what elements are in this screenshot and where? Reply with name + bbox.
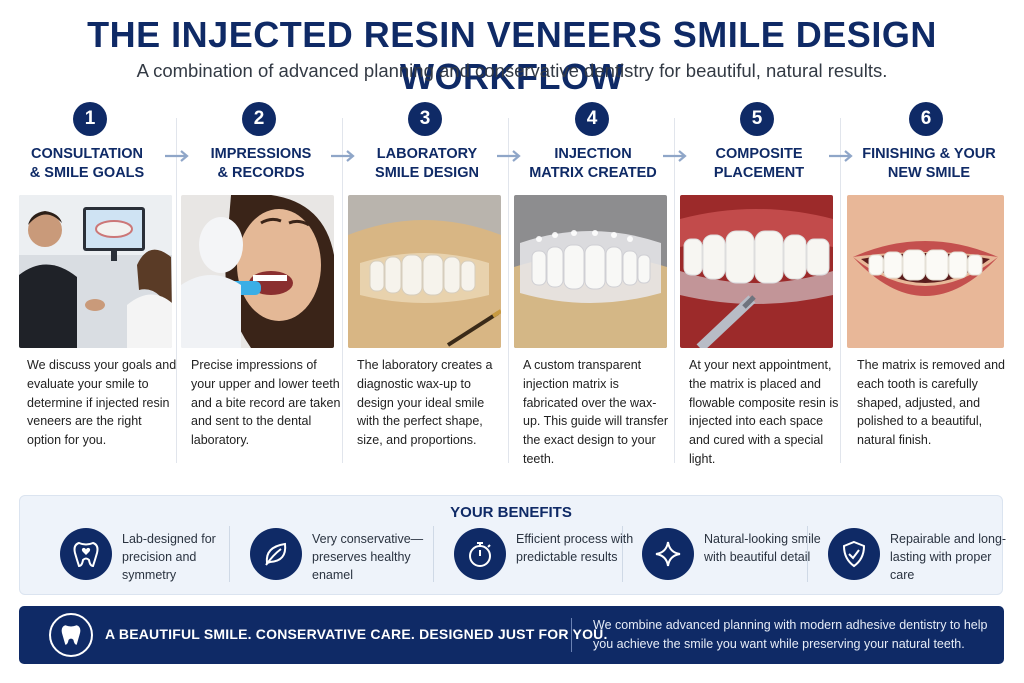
page-subtitle: A combination of advanced planning and c… bbox=[136, 60, 888, 81]
benefit-text: Repairable and long-lasting with proper … bbox=[890, 532, 1007, 582]
impression-photo bbox=[181, 195, 334, 348]
benefit-divider bbox=[433, 526, 434, 582]
final-smile-photo bbox=[847, 195, 1004, 348]
consultation-photo bbox=[19, 195, 172, 348]
arrow-right-icon bbox=[829, 150, 853, 162]
step-description: At your next appointment, the matrix is … bbox=[689, 358, 839, 466]
injection-photo bbox=[680, 195, 833, 348]
step-title: CONSULTATION& SMILE GOALS bbox=[29, 146, 145, 181]
benefit-divider bbox=[622, 526, 623, 582]
sparkle-icon bbox=[642, 528, 694, 580]
step-divider bbox=[840, 118, 841, 463]
benefit-text: Natural-looking smile with beautiful det… bbox=[704, 532, 821, 564]
step-description: Precise impressions of your upper and lo… bbox=[191, 358, 341, 448]
stopwatch-icon bbox=[454, 528, 506, 580]
arrow-right-icon bbox=[497, 150, 521, 162]
step-number: 2 bbox=[242, 102, 276, 136]
leaf-icon bbox=[250, 528, 302, 580]
step-impressions: 2 IMPRESSIONS& RECORDS Precise impressio… bbox=[180, 98, 346, 468]
step-description: A custom transparent injection matrix is… bbox=[523, 358, 668, 466]
shield-check-icon bbox=[828, 528, 880, 580]
benefit-divider bbox=[807, 526, 808, 582]
footer-tagline: A BEAUTIFUL SMILE. CONSERVATIVE CARE. DE… bbox=[105, 626, 608, 642]
tooth-heart-icon bbox=[60, 528, 112, 580]
step-number: 6 bbox=[909, 102, 943, 136]
page-title: THE INJECTED RESIN VENEERS SMILE DESIGN … bbox=[87, 14, 937, 97]
benefits-panel: YOUR BENEFITS Lab-designed for precision… bbox=[19, 495, 1006, 595]
step-description: The matrix is removed and each tooth is … bbox=[857, 358, 1005, 448]
benefit-text: Very conservative—preserves healthy enam… bbox=[312, 532, 424, 582]
step-title: IMPRESSIONS& RECORDS bbox=[210, 146, 312, 181]
benefit-divider bbox=[229, 526, 230, 582]
step-number: 1 bbox=[73, 102, 107, 136]
step-divider bbox=[176, 118, 177, 463]
workflow-steps: 1 CONSULTATION& SMILE GOALS We discuss bbox=[14, 98, 1010, 468]
step-divider bbox=[674, 118, 675, 463]
step-description: The laboratory creates a diagnostic wax-… bbox=[357, 358, 493, 448]
arrow-right-icon bbox=[165, 150, 189, 162]
benefit-text: Efficient process with predictable resul… bbox=[516, 532, 634, 564]
step-number: 4 bbox=[575, 102, 609, 136]
arrow-right-icon bbox=[663, 150, 687, 162]
tooth-icon bbox=[49, 613, 93, 657]
wax-up-model-photo bbox=[348, 195, 501, 348]
step-number: 3 bbox=[408, 102, 442, 136]
footer-divider bbox=[571, 618, 572, 652]
step-number: 5 bbox=[740, 102, 774, 136]
footer-text: We combine advanced planning with modern… bbox=[593, 618, 988, 651]
matrix-photo bbox=[514, 195, 667, 348]
benefit-text: Lab-designed for precision and symmetry bbox=[122, 532, 216, 582]
step-divider bbox=[342, 118, 343, 463]
step-description: We discuss your goals and evaluate your … bbox=[27, 358, 177, 448]
step-consultation: 1 CONSULTATION& SMILE GOALS We discuss bbox=[14, 98, 180, 468]
benefits-title: YOUR BENEFITS bbox=[450, 504, 572, 521]
step-divider bbox=[508, 118, 509, 463]
footer-banner: A BEAUTIFUL SMILE. CONSERVATIVE CARE. DE… bbox=[19, 606, 1004, 664]
arrow-right-icon bbox=[331, 150, 355, 162]
